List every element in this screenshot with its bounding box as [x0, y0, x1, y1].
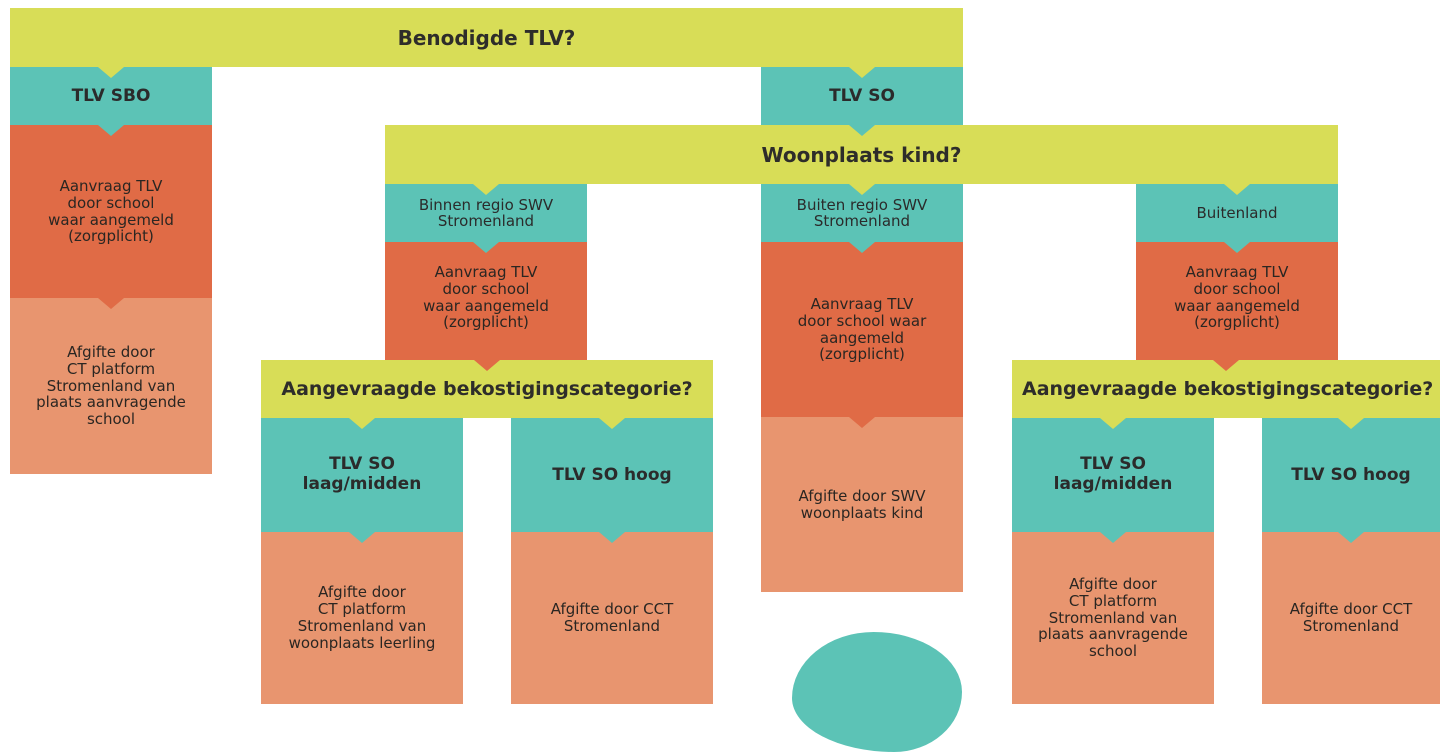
option-binnen-regio-text: Binnen regio SWV Stromenland: [418, 195, 554, 230]
buiten-issue: Afgifte door SWV woonplaats kind: [761, 417, 963, 592]
buiten-request: Aanvraag TLV door school waar aangemeld …: [761, 242, 963, 417]
buitenland-request-text: Aanvraag TLV door school waar aangemeld …: [1174, 263, 1300, 332]
option-tlv-sbo: TLV SBO: [10, 67, 212, 125]
option-binnen-laag-midden-text: TLV SO laag/midden: [302, 454, 422, 494]
binnen-laag-midden-issue-text: Afgifte door CT platform Stromenland van…: [288, 583, 436, 652]
option-tlv-so: TLV SO: [761, 67, 963, 125]
question-benodigde-tlv-text: Benodigde TLV?: [397, 25, 576, 50]
question-bekostiging-binnen: Aangevraagde bekostigingscategorie?: [261, 360, 713, 418]
option-tlv-sbo-text: TLV SBO: [71, 86, 151, 106]
option-buitenland-hoog-text: TLV SO hoog: [1291, 465, 1411, 485]
buitenland-hoog-issue-text: Afgifte door CCT Stromenland: [1289, 600, 1413, 635]
buiten-request-text: Aanvraag TLV door school waar aangemeld …: [797, 294, 927, 364]
option-binnen-hoog: TLV SO hoog: [511, 418, 713, 532]
sbo-request: Aanvraag TLV door school waar aangemeld …: [10, 125, 212, 298]
binnen-hoog-issue-text: Afgifte door CCT Stromenland: [550, 600, 674, 635]
buitenland-laag-midden-issue: Afgifte door CT platform Stromenland van…: [1012, 532, 1214, 704]
buitenland-laag-midden-issue-text: Afgifte door CT platform Stromenland van…: [1038, 575, 1188, 661]
binnen-hoog-issue: Afgifte door CCT Stromenland: [511, 532, 713, 704]
option-tlv-so-text: TLV SO: [829, 86, 895, 106]
option-binnen-regio: Binnen regio SWV Stromenland: [385, 184, 587, 242]
option-buiten-regio-text: Buiten regio SWV Stromenland: [796, 195, 928, 230]
question-woonplaats-kind-text: Woonplaats kind?: [761, 142, 962, 167]
option-buitenland-laag-midden-text: TLV SO laag/midden: [1053, 454, 1173, 494]
question-bekostiging-buitenland: Aangevraagde bekostigingscategorie?: [1012, 360, 1440, 418]
question-woonplaats-kind: Woonplaats kind?: [385, 125, 1338, 184]
buitenland-hoog-issue: Afgifte door CCT Stromenland: [1262, 532, 1440, 704]
option-buitenland-laag-midden: TLV SO laag/midden: [1012, 418, 1214, 532]
sbo-issue-text: Afgifte door CT platform Stromenland van…: [36, 343, 186, 429]
option-buitenland-text: Buitenland: [1196, 203, 1278, 222]
question-bekostiging-binnen-text: Aangevraagde bekostigingscategorie?: [281, 378, 693, 400]
binnen-request: Aanvraag TLV door school waar aangemeld …: [385, 242, 587, 360]
buitenland-request: Aanvraag TLV door school waar aangemeld …: [1136, 242, 1338, 360]
question-benodigde-tlv: Benodigde TLV?: [10, 8, 963, 67]
binnen-laag-midden-issue: Afgifte door CT platform Stromenland van…: [261, 532, 463, 704]
decorative-blob: [792, 632, 962, 752]
binnen-request-text: Aanvraag TLV door school waar aangemeld …: [423, 263, 549, 332]
option-binnen-hoog-text: TLV SO hoog: [552, 465, 672, 485]
sbo-issue: Afgifte door CT platform Stromenland van…: [10, 298, 212, 474]
option-buitenland: Buitenland: [1136, 184, 1338, 242]
question-bekostiging-buitenland-text: Aangevraagde bekostigingscategorie?: [1022, 378, 1434, 400]
buiten-issue-text: Afgifte door SWV woonplaats kind: [798, 486, 926, 522]
option-binnen-laag-midden: TLV SO laag/midden: [261, 418, 463, 532]
sbo-request-text: Aanvraag TLV door school waar aangemeld …: [48, 176, 174, 246]
option-buiten-regio: Buiten regio SWV Stromenland: [761, 184, 963, 242]
option-buitenland-hoog: TLV SO hoog: [1262, 418, 1440, 532]
